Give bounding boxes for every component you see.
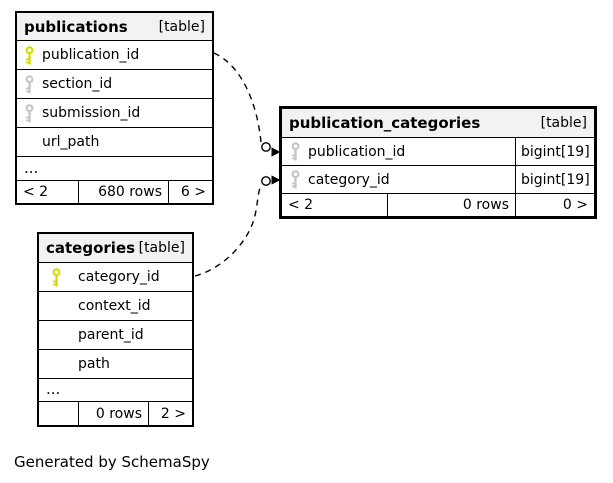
column-type: bigint[19] [515,138,594,165]
row-count: 0 rows [78,402,148,425]
ellipsis-row: ... [39,379,192,402]
table-categories[interactable]: categories [table] category_id context_id… [37,232,194,427]
table-footer: < 2 0 rows 0 > [282,194,594,216]
pager-next: 0 > [515,194,594,216]
foreign-key-icon [24,74,35,94]
column-rows: publication_id bigint[19] category_id bigin… [282,138,594,194]
column-row-category_id: category_id bigint[19] [282,166,594,194]
pager-next: 2 > [148,402,192,425]
fk-endpoint-circle-icon [261,142,271,152]
table-name[interactable]: categories [46,239,136,257]
column-row-publication_id: publication_id bigint[19] [282,138,594,166]
column-row-url_path: url_path [17,128,212,157]
column-name: section_id [42,76,113,92]
column-name: publication_id [308,143,406,160]
column-row-submission_id: submission_id [17,99,212,128]
column-name: submission_id [42,105,141,121]
ellipsis-row: ... [17,157,212,181]
row-count: 680 rows [78,181,168,203]
primary-key-icon [24,45,35,65]
primary-key-icon [51,267,62,287]
ellipsis-label: ... [24,159,39,177]
column-name: context_id [78,298,151,314]
column-row-publication_id: publication_id [17,41,212,70]
foreign-key-icon [290,142,301,161]
generated-by-note: Generated by SchemaSpy [14,453,210,471]
column-name: parent_id [78,327,144,343]
column-name: category_id [308,171,390,188]
fk-endpoint-circle-icon [261,176,271,186]
column-row-path: path [39,350,192,379]
column-row-parent_id: parent_id [39,321,192,350]
column-row-context_id: context_id [39,292,192,321]
column-name: category_id [78,269,160,285]
table-header: publication_categories [table] [282,109,594,138]
pager-prev: < 2 [288,197,314,213]
table-footer: < 2 680 rows 6 > [17,181,212,203]
column-name: publication_id [42,47,140,63]
table-name[interactable]: publications [24,17,128,36]
table-publication-categories[interactable]: publication_categories [table] publicati… [279,106,597,219]
ellipsis-label: ... [46,380,61,398]
table-type-tag: [table] [138,240,185,256]
foreign-key-icon [24,103,35,123]
table-header: publications [table] [17,13,212,41]
pager-prev [39,402,78,425]
row-count: 0 rows [387,194,515,216]
table-type-tag: [table] [158,18,205,35]
table-name[interactable]: publication_categories [289,114,481,132]
column-name: path [78,356,110,372]
relationship-curve-publications-to-publication-categories [213,52,262,143]
column-name: url_path [42,134,100,150]
column-row-section_id: section_id [17,70,212,99]
pager-next: 6 > [168,181,212,203]
pager-prev: < 2 [23,184,49,200]
column-row-category_id: category_id [39,263,192,292]
table-header: categories [table] [39,234,192,263]
foreign-key-icon [290,170,301,189]
table-type-tag: [table] [540,115,587,131]
table-footer: 0 rows 2 > [39,402,192,425]
column-type: bigint[19] [515,166,594,193]
